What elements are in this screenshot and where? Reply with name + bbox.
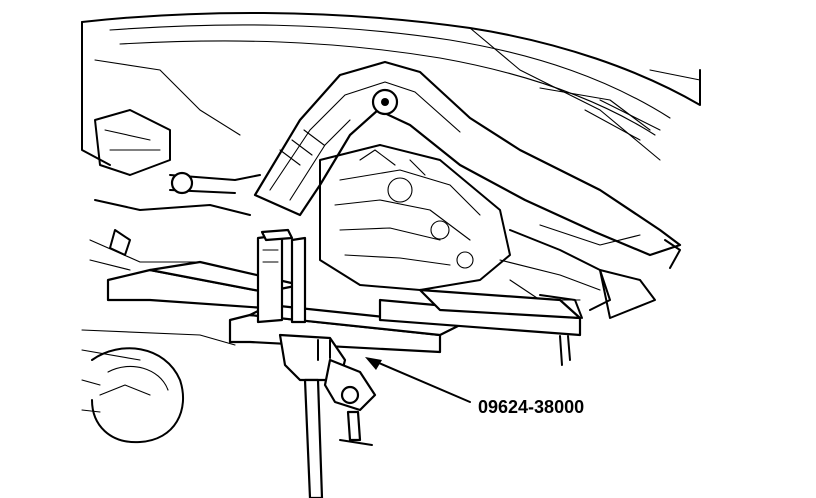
support-tool-frame	[106, 260, 583, 366]
vehicle-body-outline	[81, 11, 701, 166]
ground-lines	[81, 329, 236, 361]
crossmember-bracket	[253, 60, 682, 257]
wheel	[81, 347, 185, 444]
left-suspension-assembly	[89, 109, 261, 271]
engine-transmission	[319, 144, 511, 291]
jack-stand-assembly	[278, 333, 377, 498]
leader-arrow	[365, 357, 471, 403]
hanger-posts	[256, 228, 307, 324]
part-number-label: 09624-38000	[478, 397, 584, 417]
